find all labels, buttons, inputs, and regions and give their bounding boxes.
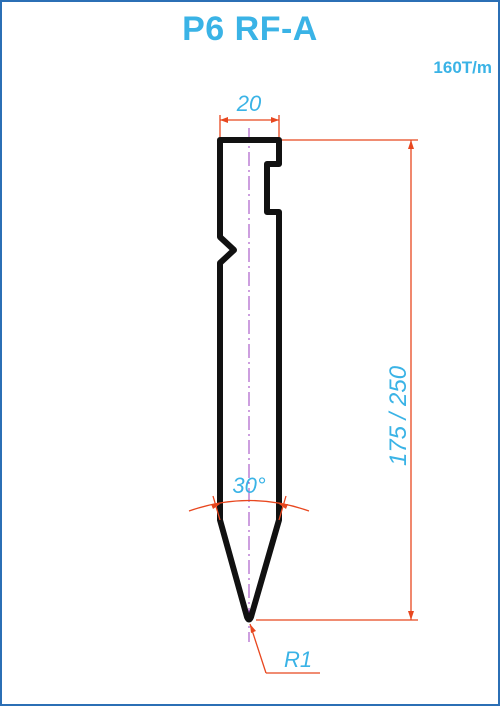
capacity-label: 160T/m [433, 58, 492, 77]
width-dimension [219, 115, 280, 140]
height-label: 175 / 250 [385, 365, 412, 466]
width-label: 20 [236, 91, 262, 116]
angle-label: 30° [232, 473, 265, 498]
height-dimension [256, 139, 418, 621]
angle-dimension [188, 495, 310, 521]
radius-leader [249, 623, 320, 674]
page-title: P6 RF-A [182, 10, 318, 48]
tool-profile [217, 137, 282, 623]
radius-label: R1 [284, 647, 312, 672]
